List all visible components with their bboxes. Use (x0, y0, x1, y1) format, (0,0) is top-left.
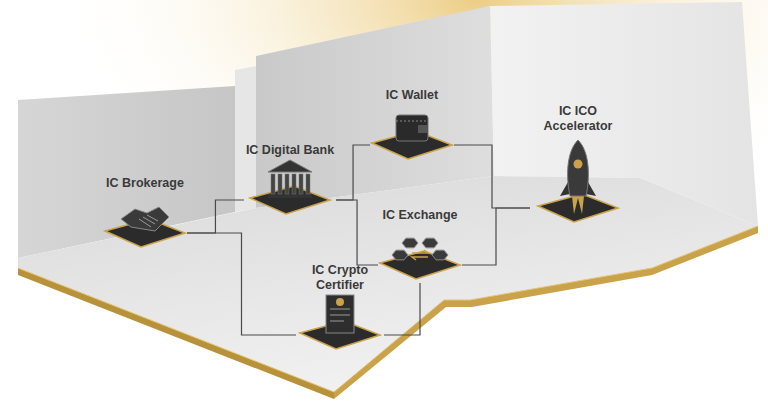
bank-column (292, 174, 296, 194)
graphic-part (326, 295, 354, 333)
brokerage-node: IC Brokerage (103, 176, 187, 251)
back-wall (256, 6, 494, 208)
floor-rim (334, 226, 758, 399)
exchange-arrows (412, 250, 428, 260)
node-label: IC Crypto Certifier (296, 263, 384, 293)
rocket-flame (572, 196, 584, 214)
bank-roof (268, 160, 312, 172)
coin-icon (402, 238, 418, 248)
floor-rim (18, 268, 334, 399)
bank-column (306, 174, 310, 194)
icon-tile (298, 293, 382, 353)
node-label: IC Exchange (380, 208, 459, 223)
certificate-seal (336, 298, 344, 306)
coin-icon (392, 250, 408, 260)
bank-column (299, 174, 303, 194)
wallet-clasp (418, 125, 428, 133)
icon-tile (370, 103, 454, 163)
graphic-part (372, 115, 452, 159)
graphic-part (268, 160, 312, 198)
icon-tile (103, 191, 187, 251)
wallet-flap (396, 121, 428, 122)
icon-tile (536, 134, 620, 226)
wall-pillar (235, 66, 256, 212)
bank-base (268, 194, 312, 198)
graphic-part (392, 238, 448, 260)
graphic-part (396, 115, 428, 141)
floor-tile (538, 194, 618, 222)
node-label: IC Digital Bank (244, 143, 336, 158)
floor-connector (336, 145, 370, 200)
icon-tile (378, 223, 462, 283)
rocket-window (574, 160, 583, 169)
floor-connector (336, 200, 378, 265)
coin-icon (422, 238, 438, 248)
certifier-node: IC Crypto Certifier (296, 263, 384, 353)
graphic-part (538, 194, 618, 222)
floor-connector (462, 208, 530, 265)
handshake-icon (121, 207, 169, 231)
floor-connector (187, 233, 296, 335)
graphic-part (380, 238, 460, 279)
rocket-body (568, 140, 589, 196)
graphic-part (250, 160, 330, 214)
graphic-part (300, 295, 380, 349)
floor (18, 176, 758, 392)
floor-connector (187, 200, 244, 233)
floor-tile (380, 251, 460, 279)
floor-connector (454, 145, 530, 208)
wallet-node: IC Wallet (370, 88, 454, 163)
floor-edge (18, 226, 758, 392)
node-label: IC Brokerage (104, 176, 186, 191)
floor-tile (250, 186, 330, 214)
certificate-icon (326, 295, 354, 333)
graphic-part (105, 207, 185, 247)
bank-column (285, 174, 289, 194)
bank-column (278, 174, 282, 194)
wallet-icon (396, 115, 428, 141)
certificate-lines (330, 309, 350, 321)
bank-column (271, 174, 275, 194)
node-label: IC ICO Accelerator (530, 104, 626, 134)
graphic-part (560, 140, 596, 214)
exchange-node: IC Exchange (378, 208, 462, 283)
node-label: IC Wallet (384, 88, 440, 103)
bank-node: IC Digital Bank (244, 143, 336, 218)
graphic-part (121, 207, 169, 231)
handshake-fingers (139, 215, 158, 227)
floor-connector (384, 283, 420, 335)
coin-icon (432, 250, 448, 260)
accelerator-node: IC ICO Accelerator (530, 104, 626, 226)
icon-tile (248, 158, 332, 218)
